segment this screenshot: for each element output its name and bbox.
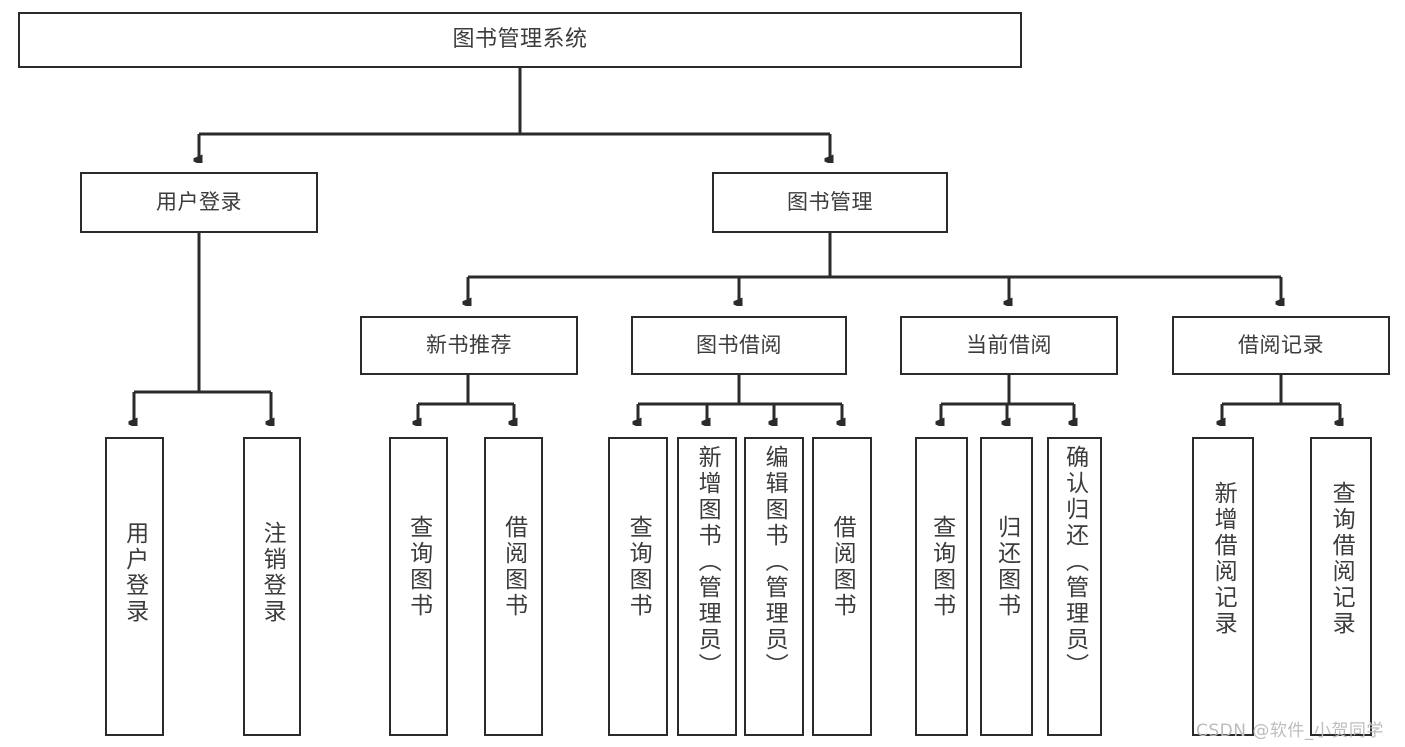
node-leaf-confirm-return[interactable]: 确认归还（管理员）	[1047, 437, 1102, 736]
node-leaf-user-login-label: 用户登录	[121, 521, 148, 625]
node-book-manage-label: 图书管理	[787, 190, 873, 215]
node-borrow-record[interactable]: 借阅记录	[1172, 316, 1390, 375]
node-leaf-query-book-3-label: 查询图书	[928, 515, 955, 619]
node-user-login-label: 用户登录	[156, 190, 242, 215]
node-leaf-edit-book-label: 编辑图书（管理员）	[761, 445, 788, 679]
node-leaf-borrow-book-1-label: 借阅图书	[500, 515, 527, 619]
node-leaf-edit-book[interactable]: 编辑图书（管理员）	[744, 437, 804, 736]
node-leaf-query-record[interactable]: 查询借阅记录	[1310, 437, 1372, 736]
node-book-borrow[interactable]: 图书借阅	[631, 316, 847, 375]
node-book-borrow-label: 图书借阅	[696, 333, 782, 358]
node-leaf-user-login[interactable]: 用户登录	[105, 437, 164, 736]
node-leaf-return-book-label: 归还图书	[993, 515, 1020, 619]
node-leaf-query-record-label: 查询借阅记录	[1328, 481, 1355, 637]
node-root-system[interactable]: 图书管理系统	[18, 12, 1022, 68]
node-leaf-query-book-2[interactable]: 查询图书	[608, 437, 668, 736]
node-leaf-return-book[interactable]: 归还图书	[980, 437, 1033, 736]
node-new-book-recommend[interactable]: 新书推荐	[360, 316, 578, 375]
node-leaf-add-record-label: 新增借阅记录	[1210, 481, 1237, 637]
node-leaf-logout-login-label: 注销登录	[259, 521, 286, 625]
node-new-book-recommend-label: 新书推荐	[426, 333, 512, 358]
node-leaf-add-record[interactable]: 新增借阅记录	[1192, 437, 1254, 736]
node-book-manage[interactable]: 图书管理	[712, 172, 948, 233]
node-current-borrow[interactable]: 当前借阅	[900, 316, 1118, 375]
node-leaf-borrow-book-1[interactable]: 借阅图书	[484, 437, 543, 736]
node-leaf-add-book-label: 新增图书（管理员）	[694, 445, 721, 679]
node-root-system-label: 图书管理系统	[452, 27, 588, 53]
csdn-watermark: CSDN @软件_小贺同学	[1196, 721, 1384, 741]
node-leaf-query-book-2-label: 查询图书	[625, 515, 652, 619]
node-leaf-query-book-1-label: 查询图书	[405, 515, 432, 619]
node-leaf-borrow-book-2-label: 借阅图书	[829, 515, 856, 619]
node-leaf-add-book[interactable]: 新增图书（管理员）	[677, 437, 737, 736]
node-user-login[interactable]: 用户登录	[80, 172, 318, 233]
node-leaf-logout-login[interactable]: 注销登录	[243, 437, 301, 736]
node-current-borrow-label: 当前借阅	[966, 333, 1052, 358]
node-borrow-record-label: 借阅记录	[1238, 333, 1324, 358]
node-leaf-query-book-3[interactable]: 查询图书	[915, 437, 968, 736]
node-leaf-borrow-book-2[interactable]: 借阅图书	[812, 437, 872, 736]
node-leaf-confirm-return-label: 确认归还（管理员）	[1061, 445, 1088, 679]
node-leaf-query-book-1[interactable]: 查询图书	[389, 437, 448, 736]
